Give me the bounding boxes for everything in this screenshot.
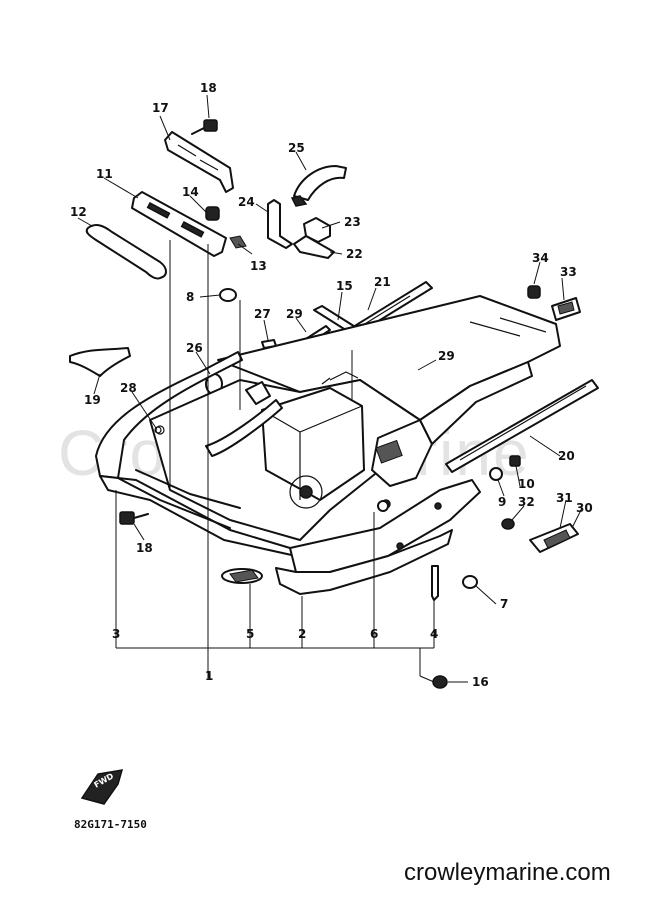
callout-3: 3 [112, 627, 120, 641]
callout-9: 9 [498, 495, 506, 509]
callout-24: 24 [238, 195, 255, 209]
callout-33: 33 [560, 265, 577, 279]
callout-29-left: 29 [286, 307, 303, 321]
callout-11: 11 [96, 167, 113, 181]
part-18-bolt-bottom [119, 511, 149, 525]
part-8-nut [219, 288, 237, 302]
callout-12: 12 [70, 205, 87, 219]
hull-main-frame [95, 295, 561, 595]
part-6-plug [377, 500, 389, 512]
part-28-rivet [154, 426, 162, 434]
leader-lines [77, 94, 583, 683]
part-20-side-rail [445, 379, 599, 473]
part-7-plug [462, 575, 478, 589]
callout-34: 34 [532, 251, 549, 265]
part-9-nut [489, 467, 503, 481]
callout-32: 32 [518, 495, 535, 509]
part-25-grip [290, 165, 347, 207]
callout-1: 1 [205, 669, 213, 683]
callout-15: 15 [336, 279, 353, 293]
callout-7: 7 [500, 597, 508, 611]
part-17-bracket [164, 131, 234, 193]
callout-26: 26 [186, 341, 203, 355]
part-30-31-panel [529, 523, 579, 553]
callout-22: 22 [346, 247, 363, 261]
callout-labels: 18 17 11 12 14 13 25 24 23 22 21 15 29 2… [70, 81, 593, 689]
callout-19: 19 [84, 393, 101, 407]
callout-10: 10 [518, 477, 535, 491]
part-16-plug [432, 675, 448, 689]
callout-13: 13 [250, 259, 267, 273]
part-22-bracket [293, 235, 335, 259]
callout-14: 14 [182, 185, 199, 199]
part-32-nut [501, 518, 515, 530]
website-label: crowleymarine.com [404, 859, 611, 886]
callout-16: 16 [472, 675, 489, 689]
drawing-code: 82G171-7150 [74, 818, 147, 831]
part-4-drain [431, 565, 439, 601]
part-12-handle [85, 224, 167, 280]
callout-17: 17 [152, 101, 169, 115]
part-18-bolt-top [191, 119, 218, 135]
callout-30: 30 [576, 501, 593, 515]
callout-18-bottom: 18 [136, 541, 153, 555]
callout-6: 6 [370, 627, 378, 641]
callout-4: 4 [430, 627, 438, 641]
callout-27: 27 [254, 307, 271, 321]
callout-5: 5 [246, 627, 254, 641]
part-19-cover [69, 347, 131, 377]
callout-8: 8 [186, 290, 194, 304]
callout-20: 20 [558, 449, 575, 463]
part-10-bolt [509, 455, 521, 467]
part-13-clip [229, 235, 247, 249]
callout-18-top: 18 [200, 81, 217, 95]
callout-28: 28 [120, 381, 137, 395]
callout-2: 2 [298, 627, 306, 641]
fwd-arrow-icon: FWD [80, 769, 124, 805]
part-33-plate [551, 297, 581, 321]
callout-23: 23 [344, 215, 361, 229]
part-14-nut [205, 206, 220, 221]
part-34-bolt [527, 285, 541, 299]
callout-31: 31 [556, 491, 573, 505]
callout-21: 21 [374, 275, 391, 289]
part-24-bracket [267, 199, 293, 249]
part-11-plate [131, 191, 227, 257]
callout-29-right: 29 [438, 349, 455, 363]
callout-25: 25 [288, 141, 305, 155]
part-5-cover [221, 568, 263, 584]
